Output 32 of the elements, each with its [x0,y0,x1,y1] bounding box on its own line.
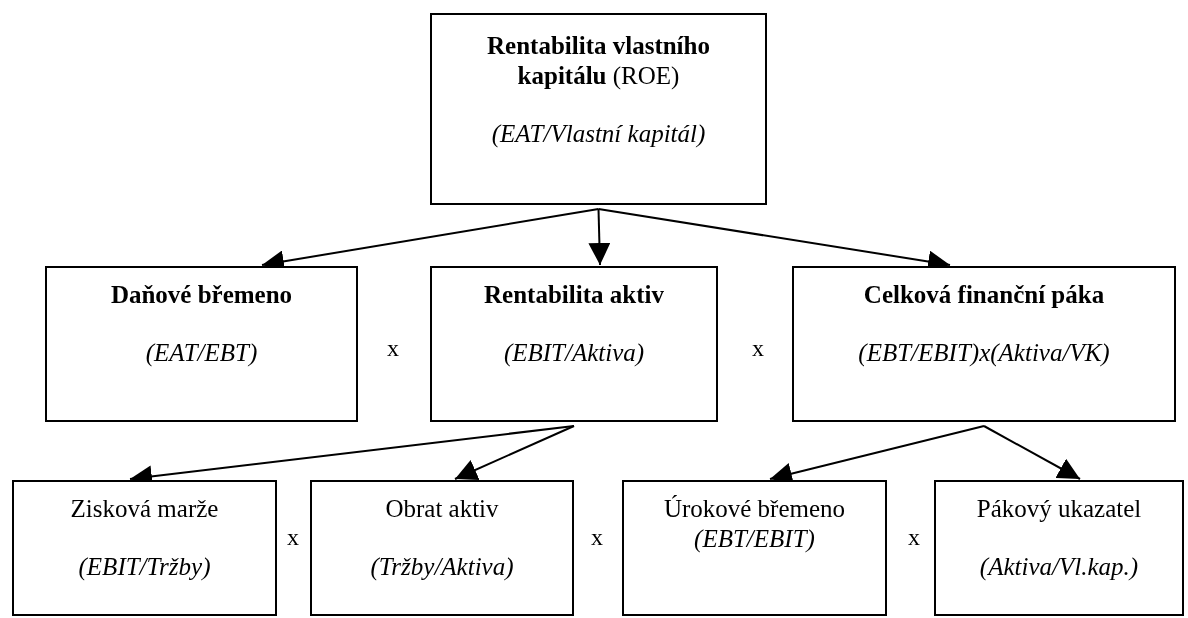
formula-text: (EBIT/Tržby) [78,552,211,582]
formula-box [12,480,277,616]
formula-box [430,266,718,422]
arrow [588,208,611,266]
formula-box [310,480,574,616]
formula-text: (EAT/Vlastní kapitál) [491,119,706,149]
multiplication-sign: x [752,334,764,362]
multiplication-sign: x [591,523,603,551]
box-heading: Obrat aktiv [385,494,499,524]
formula-text: (EBT/EBIT) [694,524,815,554]
box-heading: Celková finanční páka [863,280,1105,310]
multiplication-sign: x [287,523,299,551]
multiplication-sign: x [387,334,399,362]
box-heading: Rentabilita aktiv [484,280,664,310]
box-heading: Daňové břemeno [110,280,293,310]
formula-box [45,266,358,422]
formula-box [430,13,767,205]
box-heading: Pákový ukazatel [976,494,1142,524]
arrow [454,425,575,481]
arrow [983,425,1081,480]
formula-text: (Tržby/Aktiva) [370,552,514,582]
box-heading: Úrokové břemeno [663,494,846,524]
formula-text: (EAT/EBT) [145,338,258,368]
formula-text: (EBIT/Aktiva) [503,338,645,368]
formula-text: (EBT/EBIT)x(Aktiva/VK) [858,338,1110,368]
formula-box [622,480,887,616]
box-heading: Zisková marže [70,494,219,524]
formula-box [792,266,1176,422]
formula-text: (Aktiva/Vl.kap.) [979,552,1139,582]
multiplication-sign: x [908,523,920,551]
box-heading: Rentabilita vlastního kapitálu (ROE) [486,31,711,91]
formula-box [934,480,1184,616]
